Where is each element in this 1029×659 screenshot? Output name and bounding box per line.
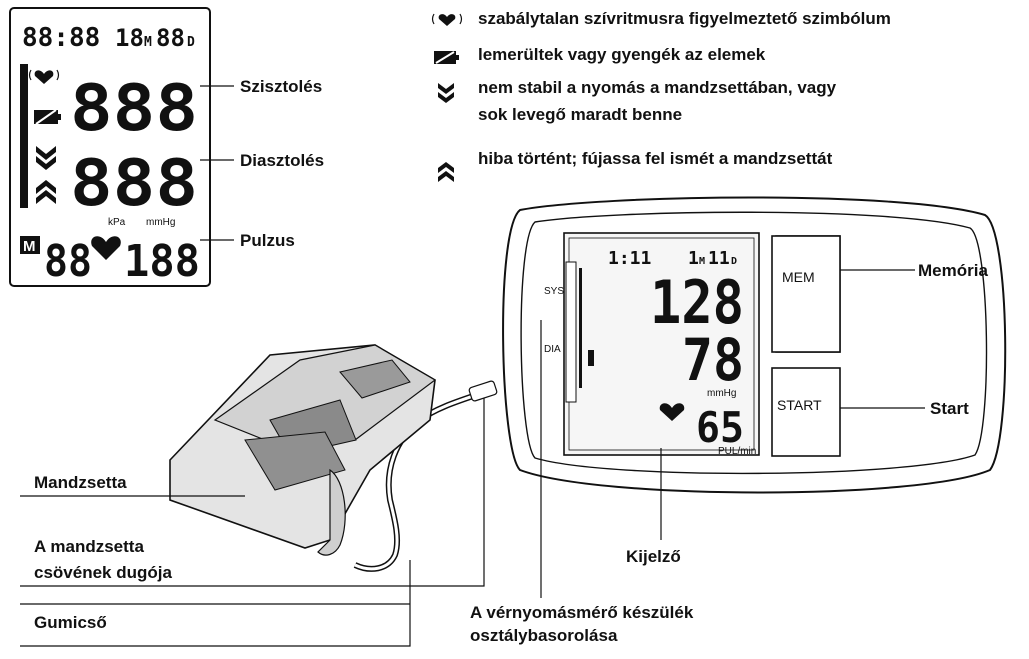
lcd-date-m-unit: M xyxy=(144,35,152,50)
legend-irregular-heartbeat-icon xyxy=(431,13,463,26)
lcd-time: 88:88 xyxy=(22,23,100,53)
label-start: Start xyxy=(930,399,969,418)
lcd-systolic: 888 xyxy=(70,72,198,146)
lcd-double-chevron-up-icon xyxy=(36,180,56,204)
label-tube: Gumicső xyxy=(34,613,107,632)
label-display: Kijelző xyxy=(626,547,681,566)
device-systolic: 128 xyxy=(650,268,744,338)
legend-text-unstable-pressure-1: nem stabil a nyomás a mandzsettában, vag… xyxy=(478,78,837,97)
cuff-inner-roll xyxy=(317,468,346,556)
mem-button-label: MEM xyxy=(782,269,815,285)
label-cuff: Mandzsetta xyxy=(34,473,127,492)
cuff xyxy=(169,344,437,556)
blood-pressure-monitor: SYS DIA 1:11 1 M 11 D 128 78 mmHg 65 PUL… xyxy=(502,196,1007,494)
lcd-double-chevron-down-icon xyxy=(36,146,56,170)
symbol-legend: szabálytalan szívritmusra figyelmeztető … xyxy=(431,9,891,182)
label-diastolic: Diasztolés xyxy=(240,151,324,170)
start-button-label: START xyxy=(777,397,822,413)
device-m-unit: M xyxy=(699,256,705,267)
device-time: 1:11 xyxy=(608,248,651,269)
lcd-memory-number: 88 xyxy=(44,236,92,287)
label-memory: Memória xyxy=(918,261,988,280)
device-pulse-unit: PUL/min xyxy=(718,446,756,457)
cuff-velcro-bottom xyxy=(244,431,346,491)
lcd-memory-badge-bg xyxy=(20,236,40,254)
tube-plug xyxy=(468,380,498,402)
plug-leader-line xyxy=(20,398,485,587)
legend-double-chevron-up-icon xyxy=(438,162,454,182)
lcd-pressure-bar xyxy=(20,64,28,208)
device-level-indicator xyxy=(588,350,594,366)
lcd-low-battery-icon xyxy=(34,109,61,125)
cuff-velcro-top xyxy=(339,359,411,399)
lcd-diastolic: 888 xyxy=(70,147,198,221)
device-heart-icon xyxy=(659,403,685,421)
device-day: 11 xyxy=(708,248,730,269)
legend-text-unstable-pressure-2: sok levegő maradt benne xyxy=(478,105,682,124)
device-sys-label: SYS xyxy=(544,286,564,297)
device-pressure-scale xyxy=(565,261,577,403)
lcd-memory-badge: M xyxy=(23,238,36,255)
start-button[interactable] xyxy=(771,367,841,457)
label-systolic: Szisztolés xyxy=(240,77,322,96)
label-classification-2: osztálybasorolása xyxy=(470,626,618,645)
lcd-date-month: 18 xyxy=(115,24,144,52)
label-pulse: Pulzus xyxy=(240,231,295,250)
mem-button[interactable] xyxy=(771,235,841,353)
label-classification-1: A vérnyomásmérő készülék xyxy=(470,603,694,622)
device-unit: mmHg xyxy=(707,388,736,399)
lcd-segment-panel: 88:88 18 M 88 D 888 888 kPa mmHg xyxy=(9,7,211,287)
tube-leader-line xyxy=(20,560,411,647)
label-plug-2: csövének dugója xyxy=(34,563,172,582)
device-dia-label: DIA xyxy=(544,344,561,355)
legend-text-error-reinflate: hiba történt; fújassa fel ismét a mandzs… xyxy=(478,149,833,168)
legend-double-chevron-down-icon xyxy=(438,83,454,103)
device-pulse: 65 xyxy=(696,403,744,452)
label-plug-1: A mandzsetta xyxy=(34,537,144,556)
rubber-tube xyxy=(354,386,497,571)
lcd-irregular-heartbeat-icon xyxy=(28,69,60,84)
lcd-unit-mmhg: mmHg xyxy=(146,217,175,228)
legend-low-battery-icon xyxy=(434,51,459,64)
device-diastolic: 78 xyxy=(682,326,744,394)
lcd-date-d-unit: D xyxy=(187,35,195,50)
legend-text-irregular-heartbeat: szabálytalan szívritmusra figyelmeztető … xyxy=(478,9,891,28)
legend-text-low-battery: lemerültek vagy gyengék az elemek xyxy=(478,45,766,64)
device-month: 1 xyxy=(688,248,699,269)
lcd-panel-frame xyxy=(9,7,211,287)
device-screen xyxy=(563,232,760,456)
lcd-date-day: 88 xyxy=(156,24,185,52)
device-scale-marker xyxy=(579,268,582,388)
lcd-unit-kpa: kPa xyxy=(108,217,126,228)
lcd-heart-icon xyxy=(91,236,121,260)
device-d-unit: D xyxy=(731,256,737,267)
lcd-pulse: 188 xyxy=(124,236,200,287)
